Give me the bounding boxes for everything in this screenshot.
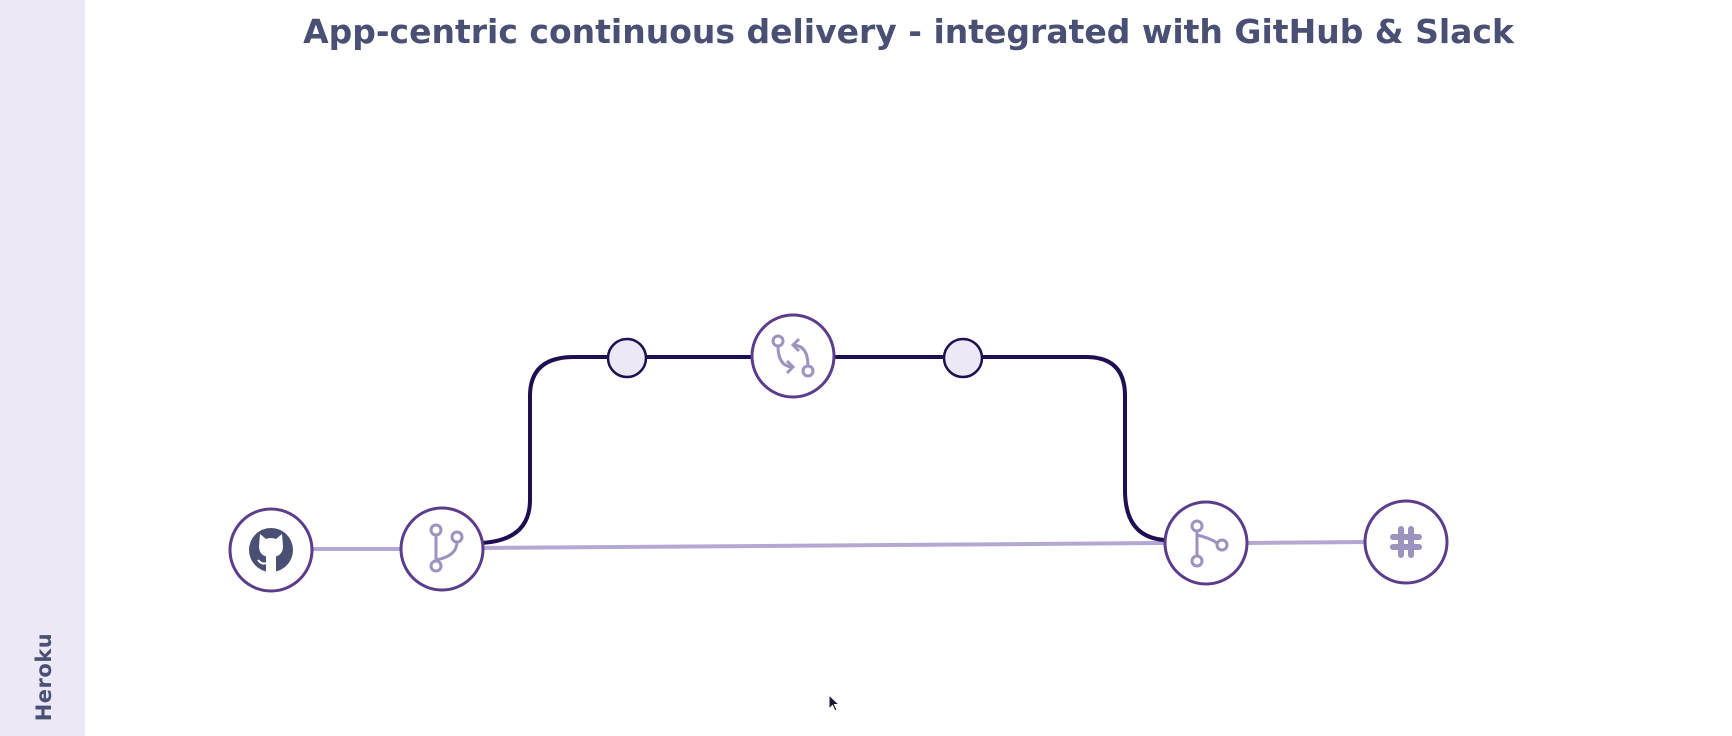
git-branch-icon — [429, 523, 464, 573]
mouse-cursor-icon — [828, 694, 841, 712]
main-line — [313, 540, 1367, 551]
slack-node — [1363, 499, 1449, 585]
pull-request-icon — [771, 334, 815, 378]
slack-icon — [1390, 526, 1422, 558]
pull-request-node — [750, 313, 836, 399]
branch-waypoint-node — [606, 337, 648, 379]
merge-node — [1163, 500, 1249, 586]
sidebar: Heroku — [0, 0, 85, 736]
branch-node — [399, 506, 485, 592]
github-icon — [249, 528, 293, 572]
git-merge-icon — [1190, 519, 1229, 568]
page-title: App-centric continuous delivery - integr… — [303, 12, 1514, 51]
branch-waypoint-node — [942, 337, 984, 379]
github-node — [228, 507, 314, 593]
